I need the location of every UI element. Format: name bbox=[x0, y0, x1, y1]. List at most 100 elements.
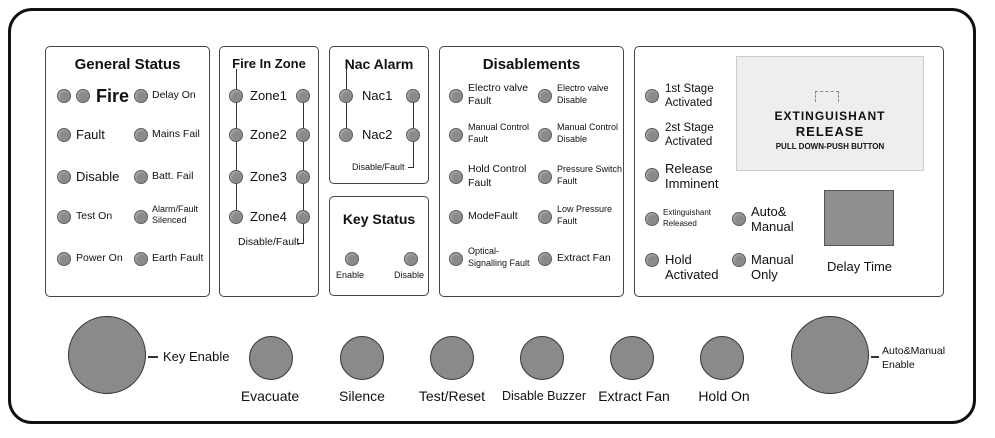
nac2-label: Nac2 bbox=[362, 127, 393, 142]
release-imminent-led bbox=[645, 168, 659, 182]
nac2-left-led bbox=[339, 128, 353, 142]
ext-released-label-1: Extinguishant bbox=[663, 208, 712, 217]
auto-manual-label-1: Auto& bbox=[751, 204, 787, 219]
key-enable-label: Key Enable bbox=[163, 349, 230, 364]
test-on-led bbox=[57, 210, 71, 224]
extract-fan-button-label: Extract Fan bbox=[598, 388, 670, 404]
nac-bottom-tick bbox=[408, 167, 414, 169]
zone1-right-led bbox=[296, 89, 310, 103]
fire-in-zone-title: Fire In Zone bbox=[232, 56, 306, 71]
release-imminent-label-1: Release bbox=[665, 161, 713, 176]
zone-right-connector bbox=[303, 95, 305, 243]
general-status-title: General Status bbox=[74, 56, 181, 73]
electro-valve-fault-label-1: Electro valve bbox=[468, 82, 529, 94]
mode-fault-label: ModeFault bbox=[468, 210, 518, 222]
test-reset-button[interactable] bbox=[430, 336, 474, 380]
disable-label: Disable bbox=[76, 169, 120, 184]
electro-valve-disable-label-1: Electro valve bbox=[557, 83, 609, 93]
auto-manual-enable-label-2: Enable bbox=[882, 359, 915, 371]
hold-on-button[interactable] bbox=[700, 336, 744, 380]
evacuate-button[interactable] bbox=[249, 336, 293, 380]
electro-valve-fault-led bbox=[449, 89, 463, 103]
nac1-left-led bbox=[339, 89, 353, 103]
zone3-left-led bbox=[229, 170, 243, 184]
alarm-fault-silenced-label-2: Silenced bbox=[152, 215, 187, 225]
zone4-left-led bbox=[229, 210, 243, 224]
key-enable-button[interactable] bbox=[68, 316, 146, 394]
key-enable-label: Enable bbox=[336, 270, 365, 280]
zone-left-connector bbox=[236, 69, 238, 217]
optical-signalling-fault-label-2: Signalling Fault bbox=[468, 258, 530, 268]
electro-valve-disable-label-2: Disable bbox=[557, 95, 588, 105]
nac2-right-led bbox=[406, 128, 420, 142]
zone2-label: Zone2 bbox=[250, 127, 287, 142]
key-disable-label: Disable bbox=[394, 270, 425, 280]
mains-fail-label: Mains Fail bbox=[152, 128, 200, 140]
hold-control-fault-label-2: Fault bbox=[468, 177, 492, 189]
low-pressure-fault-led bbox=[538, 210, 552, 224]
silence-button[interactable] bbox=[340, 336, 384, 380]
extinguishant-label-3: PULL DOWN-PUSH BUTTON bbox=[775, 142, 885, 151]
batt-fail-label: Batt. Fail bbox=[152, 170, 194, 182]
zone-bottom-tick bbox=[298, 243, 304, 245]
alarm-fault-silenced-led bbox=[134, 210, 148, 224]
zone1-left-led bbox=[229, 89, 243, 103]
auto-manual-enable-tick bbox=[871, 356, 879, 358]
key-disable-led bbox=[404, 252, 418, 266]
hold-activated-label-1: Hold bbox=[665, 252, 692, 267]
ext-released-led bbox=[645, 212, 659, 226]
nac-disable-fault-label: Disable/Fault bbox=[352, 162, 405, 172]
hold-activated-label-2: Activated bbox=[665, 267, 719, 282]
fault-label: Fault bbox=[76, 127, 105, 142]
pressure-switch-fault-label-2: Fault bbox=[557, 176, 578, 186]
test-on-label: Test On bbox=[76, 210, 113, 222]
hold-control-fault-led bbox=[449, 170, 463, 184]
extract-fan-led bbox=[538, 252, 552, 266]
nac-left-connector bbox=[346, 69, 348, 137]
hold-activated-led bbox=[645, 253, 659, 267]
auto-manual-enable-label-1: Auto&Manual bbox=[882, 345, 946, 357]
silence-label: Silence bbox=[339, 388, 385, 404]
low-pressure-fault-label-2: Fault bbox=[557, 216, 578, 226]
auto-manual-enable-button[interactable] bbox=[791, 316, 869, 394]
nac-alarm-box: Nac Alarm Nac1 Nac2 Disable/Fault bbox=[329, 46, 429, 184]
pressure-switch-fault-led bbox=[538, 170, 552, 184]
disable-buzzer-button[interactable] bbox=[520, 336, 564, 380]
extinguishant-label-2: RELEASE bbox=[795, 124, 865, 139]
zone4-label: Zone4 bbox=[250, 209, 287, 224]
manual-control-disable-led bbox=[538, 128, 552, 142]
manual-only-led bbox=[732, 253, 746, 267]
zone3-label: Zone3 bbox=[250, 169, 287, 184]
stage1-label-1: 1st Stage bbox=[665, 83, 714, 95]
alarm-fault-silenced-label-1: Alarm/Fault bbox=[152, 204, 199, 214]
stage1-led bbox=[645, 89, 659, 103]
manual-control-fault-label-2: Fault bbox=[468, 134, 489, 144]
cover-latch-icon bbox=[815, 91, 839, 102]
disablements-title: Disablements bbox=[482, 56, 581, 73]
zone4-right-led bbox=[296, 210, 310, 224]
zone2-right-led bbox=[296, 128, 310, 142]
evacuate-label: Evacuate bbox=[240, 388, 300, 404]
disable-buzzer-label: Disable Buzzer bbox=[501, 389, 587, 403]
fire-in-zone-box: Fire In Zone Zone1 Zone2 Zone3 Zone4 Dis… bbox=[219, 46, 319, 297]
manual-control-disable-label-2: Disable bbox=[557, 134, 588, 144]
manual-control-fault-label-1: Manual Control bbox=[468, 122, 530, 132]
extinguishant-release-cover[interactable]: EXTINGUISHANT RELEASE PULL DOWN-PUSH BUT… bbox=[736, 56, 924, 171]
nac1-label: Nac1 bbox=[362, 88, 393, 103]
fire-led-1 bbox=[57, 89, 71, 103]
extract-fan-button[interactable] bbox=[610, 336, 654, 380]
stage2-label-2: Activated bbox=[665, 136, 713, 148]
delay-on-label: Delay On bbox=[152, 89, 196, 101]
nac-alarm-title: Nac Alarm bbox=[344, 56, 414, 72]
electro-valve-fault-label-2: Fault bbox=[468, 95, 492, 107]
delay-on-led bbox=[134, 89, 148, 103]
mains-fail-led bbox=[134, 128, 148, 142]
stage1-label-2: Activated bbox=[665, 97, 713, 109]
manual-control-fault-led bbox=[449, 128, 463, 142]
disablements-box: Disablements Electro valve Fault Electro… bbox=[439, 46, 624, 297]
auto-manual-led bbox=[732, 212, 746, 226]
general-status-box: General Status Fire Delay On Fault Mains… bbox=[45, 46, 210, 297]
delay-time-label: Delay Time bbox=[827, 259, 893, 274]
pressure-switch-fault-label-1: Pressure Switch bbox=[557, 164, 623, 174]
disable-led bbox=[57, 170, 71, 184]
